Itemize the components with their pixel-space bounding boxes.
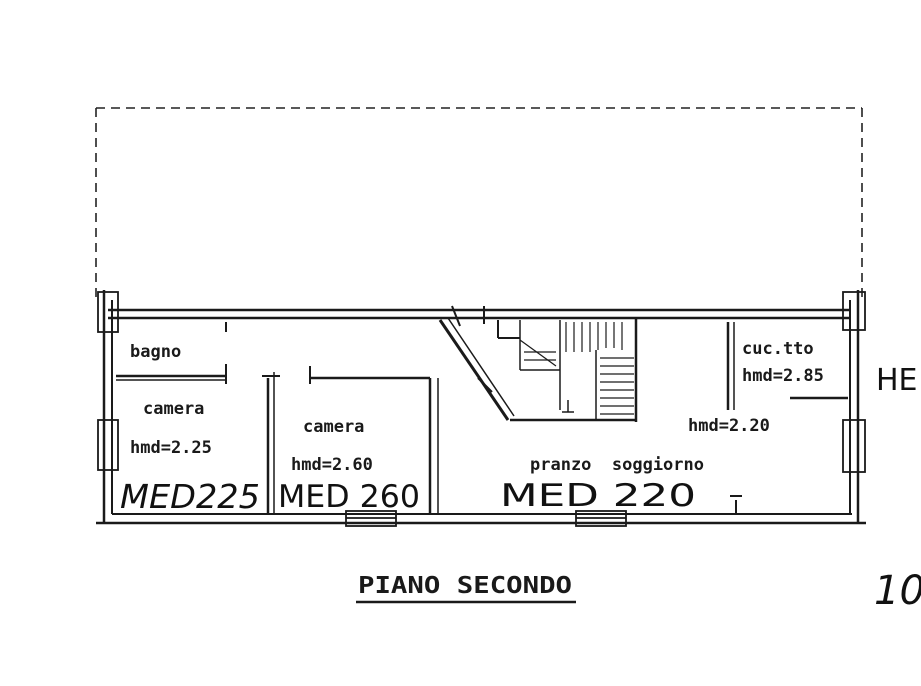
room-label-camera-left: camera (143, 399, 204, 419)
handwritten-med-mid: MED 260 (278, 479, 420, 515)
staircase (438, 305, 638, 422)
room-height-kitchenette: hmd=2.85 (742, 366, 824, 386)
handwritten-page-number: 101 (874, 568, 921, 614)
room-height-living: hmd=2.20 (688, 416, 770, 436)
handwritten-med-left: MED225 (120, 477, 260, 516)
outer-walls (96, 290, 866, 525)
windows (97, 291, 866, 527)
interior-walls (116, 322, 848, 514)
handwritten-med-right: MED 220 (500, 478, 696, 514)
room-label-kitchenette: cuc.tto (742, 339, 814, 359)
handwritten-edge-right: HE (876, 363, 918, 398)
room-height-camera-mid: hmd=2.60 (291, 455, 373, 475)
room-height-camera-left: hmd=2.25 (130, 438, 212, 458)
room-label-bagno: bagno (130, 342, 181, 362)
dashed-roof-outline (95, 107, 863, 298)
room-label-camera-mid: camera (303, 417, 364, 437)
plan-title: PIANO SECONDO (358, 573, 572, 599)
room-label-living: pranzo soggiorno (530, 455, 704, 475)
